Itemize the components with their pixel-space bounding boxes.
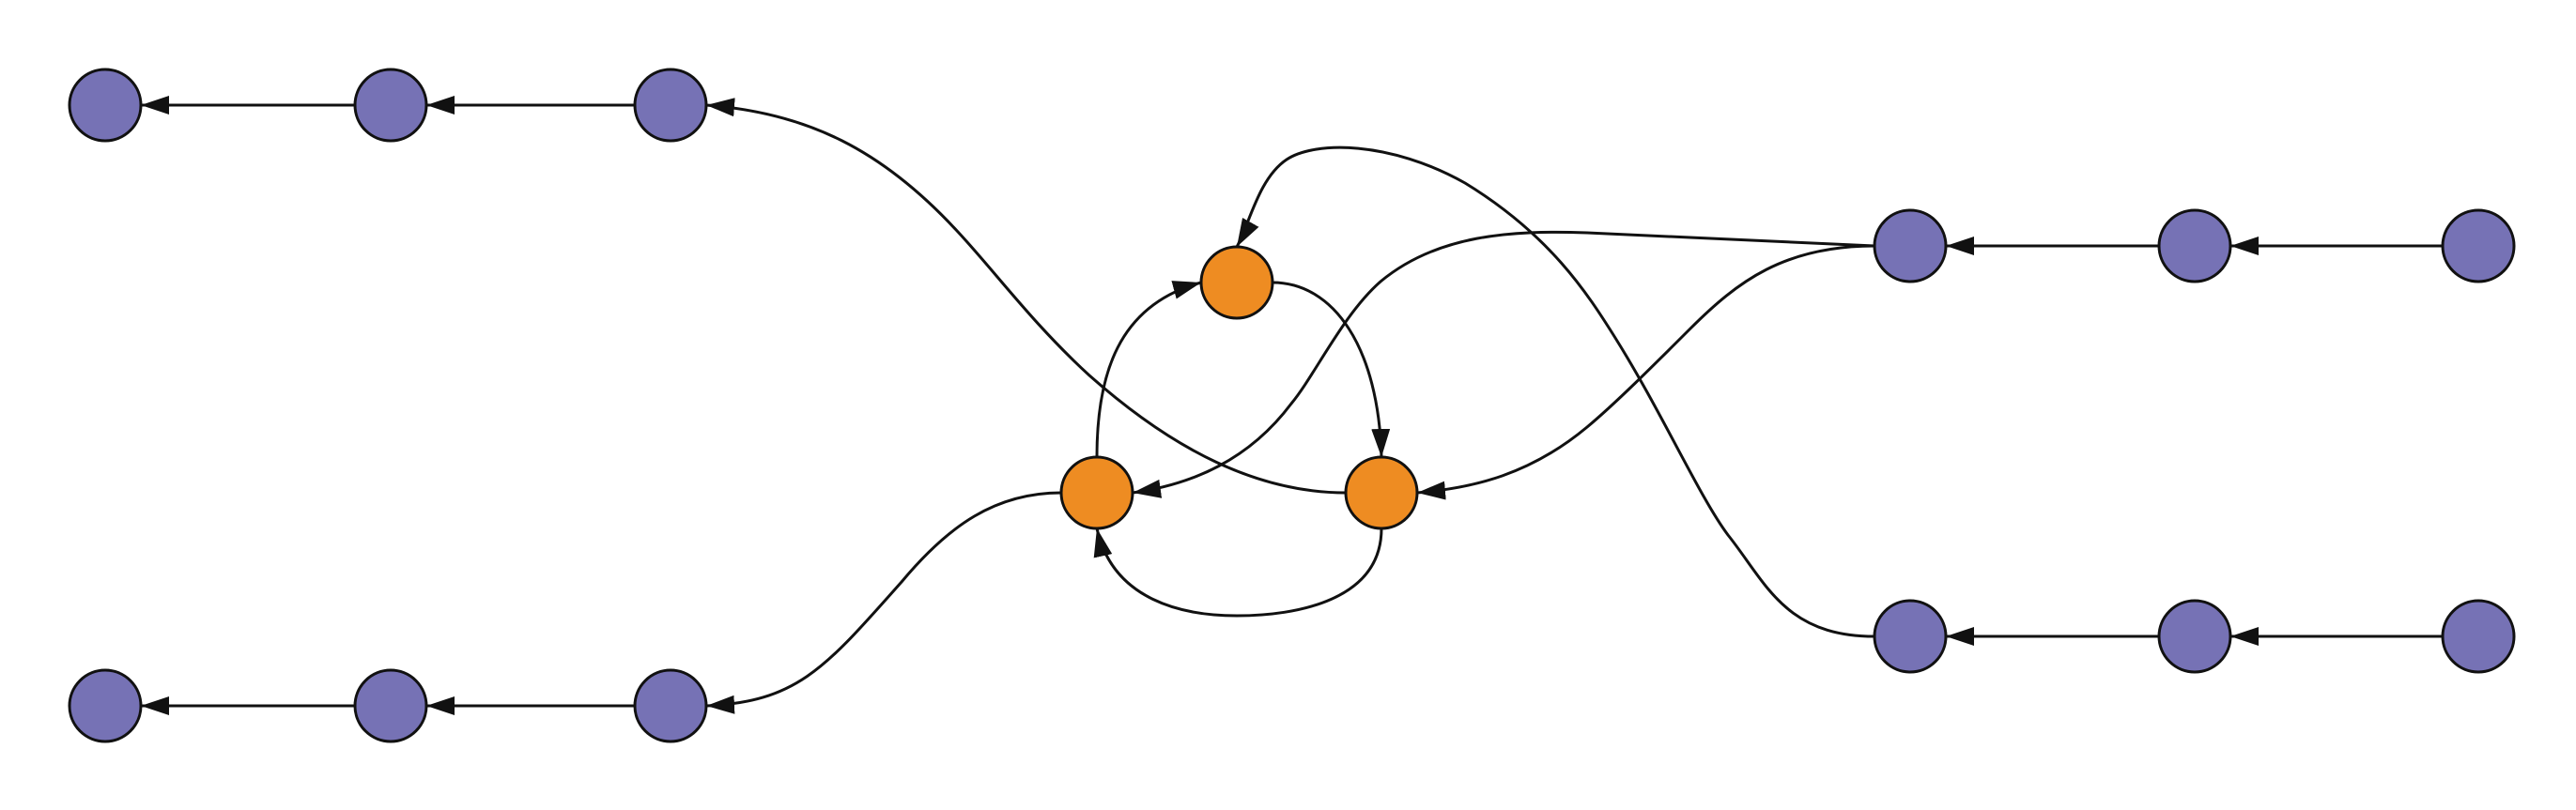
edge-coreright-to-tl3-arrow [704, 98, 1348, 495]
bottom-left-chain-node-3 [633, 668, 708, 743]
edge-coretop-to-coreright-arrow [1271, 281, 1391, 459]
edge-coreright-to-coreleft-arrow [1093, 527, 1383, 618]
top-right-chain-node-2 [2157, 208, 2232, 283]
bottom-right-chain-node-2 [2157, 599, 2232, 674]
top-left-chain-node-2 [353, 68, 428, 143]
top-left-chain-node-1 [68, 68, 143, 143]
core-right-node [1344, 455, 1419, 530]
top-right-chain-node-3 [2441, 208, 2516, 283]
edge-coreleft-to-bl3-arrow [704, 491, 1063, 714]
bottom-right-chain-node-3 [2441, 599, 2516, 674]
edge-coreleft-to-coretop-arrow [1095, 281, 1203, 459]
top-left-chain-node-3 [633, 68, 708, 143]
bottom-right-chain-node-1 [1873, 599, 1948, 674]
edge-tr1-to-coreleft-arrow [1131, 230, 1876, 498]
top-right-chain-node-1 [1873, 208, 1948, 283]
edge-br1-to-coretop-arrow [1235, 145, 1876, 638]
edges-layer [139, 96, 2445, 715]
core-left-node [1059, 455, 1134, 530]
core-top-node [1199, 245, 1274, 320]
bottom-left-chain-node-2 [353, 668, 428, 743]
bottom-left-chain-node-1 [68, 668, 143, 743]
nodes-layer [68, 68, 2516, 743]
